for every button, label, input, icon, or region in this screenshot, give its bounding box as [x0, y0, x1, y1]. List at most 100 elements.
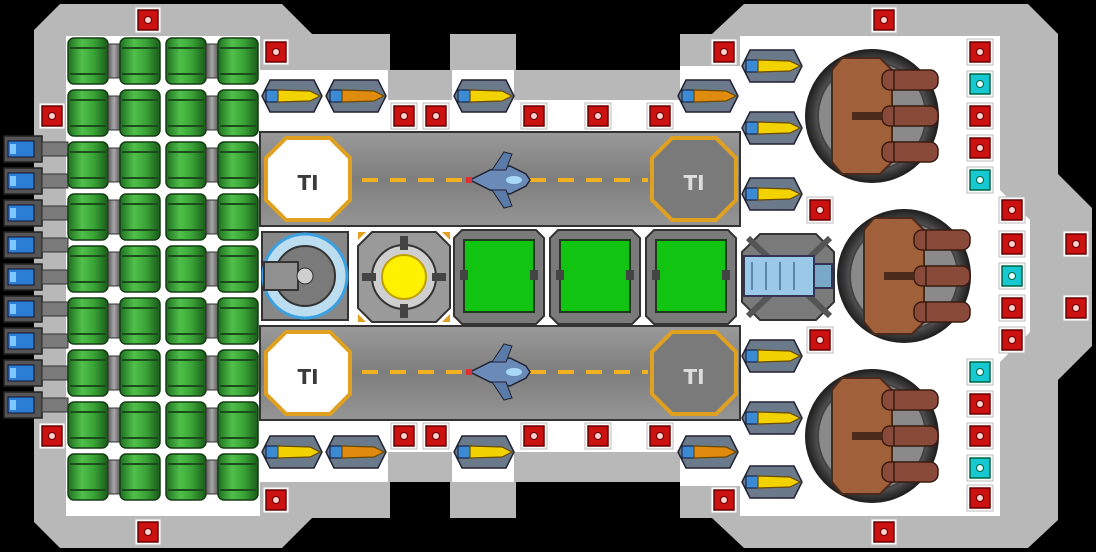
gun-turret-icon[interactable] [325, 435, 387, 469]
sensor-node-module[interactable] [966, 358, 994, 386]
cargo-hold[interactable] [453, 229, 545, 325]
fighter-ship-icon[interactable] [466, 343, 531, 401]
engine-cylinder [217, 89, 259, 137]
gun-turret-icon[interactable] [741, 401, 803, 435]
gun-turret-icon[interactable] [453, 79, 515, 113]
engine-cylinder [217, 453, 259, 501]
gun-turret-icon[interactable] [261, 435, 323, 469]
gun-turret-icon[interactable] [741, 465, 803, 499]
armor-plate-module[interactable] [966, 102, 994, 130]
heavy-cannon-turret[interactable] [805, 369, 939, 503]
armor-plate-module[interactable] [966, 484, 994, 512]
armor-plate-module[interactable] [390, 422, 418, 450]
engine-cylinder [119, 349, 161, 397]
core-modules-row [261, 229, 835, 325]
engine-cylinder [165, 453, 219, 501]
armor-plate-module[interactable] [390, 102, 418, 130]
engine-cylinder [67, 141, 121, 189]
engine-cylinder [67, 193, 121, 241]
gun-turret-icon[interactable] [453, 435, 515, 469]
thruster-column [3, 135, 69, 419]
bay-marker-upper-right: TI [650, 136, 738, 222]
gun-turret-icon[interactable] [261, 79, 323, 113]
bay-marker-lower-right: TI [650, 330, 738, 416]
armor-plate-module[interactable] [806, 326, 834, 354]
armor-plate-module[interactable] [998, 196, 1026, 224]
reactor-core-module[interactable] [357, 231, 451, 323]
engine-cylinder [217, 401, 259, 449]
engine-cylinder [165, 349, 219, 397]
armor-plate-module[interactable] [966, 134, 994, 162]
fighter-ship-icon[interactable] [466, 151, 531, 209]
armor-plate-module[interactable] [38, 102, 66, 130]
engine-cylinder [67, 453, 121, 501]
heavy-cannon-turret[interactable] [837, 209, 971, 343]
armor-plate-module[interactable] [520, 422, 548, 450]
armor-plate-module[interactable] [134, 518, 162, 546]
cargo-hold[interactable] [645, 229, 737, 325]
armor-plate-module[interactable] [422, 422, 450, 450]
engine-cylinder [217, 37, 259, 85]
armor-plate-module[interactable] [710, 486, 738, 514]
gun-turret-icon[interactable] [677, 79, 739, 113]
engine-cylinder [119, 453, 161, 501]
armor-plate-module[interactable] [966, 422, 994, 450]
engine-cylinder [67, 89, 121, 137]
engine-cylinder [165, 193, 219, 241]
gun-turret-icon[interactable] [741, 177, 803, 211]
armor-plate-module[interactable] [520, 102, 548, 130]
armor-plate-module[interactable] [1062, 294, 1090, 322]
armor-plate-module[interactable] [870, 6, 898, 34]
main-cannon-module[interactable] [741, 233, 835, 321]
gun-turret-icon[interactable] [677, 435, 739, 469]
sensor-node-module[interactable] [966, 70, 994, 98]
armor-plate-module[interactable] [806, 196, 834, 224]
gun-turret-icon[interactable] [325, 79, 387, 113]
engine-cylinder [217, 349, 259, 397]
armor-plate-module[interactable] [584, 422, 612, 450]
thruster-nozzle [3, 391, 69, 419]
bay-marker-label: TI [683, 365, 704, 389]
engine-cylinder [119, 141, 161, 189]
gun-turret-icon[interactable] [741, 339, 803, 373]
armor-plate-module[interactable] [134, 6, 162, 34]
bay-marker-label: TI [297, 171, 318, 195]
thruster-nozzle [3, 167, 69, 195]
armor-plate-module[interactable] [998, 326, 1026, 354]
heavy-cannon-turret[interactable] [805, 49, 939, 183]
armor-plate-module[interactable] [966, 38, 994, 66]
hangar-bay-lower: TI TI [259, 325, 741, 421]
armor-plate-module[interactable] [422, 102, 450, 130]
engine-cylinder [165, 401, 219, 449]
sensor-node-module[interactable] [998, 262, 1026, 290]
point-defense-guns [261, 49, 803, 499]
engine-cylinder [217, 297, 259, 345]
gun-turret-icon[interactable] [741, 49, 803, 83]
armor-plate-module[interactable] [998, 294, 1026, 322]
engine-cylinder [119, 401, 161, 449]
cargo-hold[interactable] [549, 229, 641, 325]
engine-cylinder [67, 297, 121, 345]
armor-plate-module[interactable] [646, 422, 674, 450]
cyan-sensor-modules [966, 70, 1026, 482]
armor-plate-module[interactable] [870, 518, 898, 546]
gun-turret-icon[interactable] [741, 111, 803, 145]
armor-plate-module[interactable] [1062, 230, 1090, 258]
sensor-node-module[interactable] [966, 166, 994, 194]
armor-plate-module[interactable] [710, 38, 738, 66]
armor-plate-module[interactable] [262, 38, 290, 66]
armor-plate-module[interactable] [646, 102, 674, 130]
shield-generator-module[interactable] [261, 231, 349, 321]
armor-plate-module[interactable] [966, 390, 994, 418]
thruster-nozzle [3, 263, 69, 291]
armor-plate-module[interactable] [998, 230, 1026, 258]
engine-cylinder [67, 401, 121, 449]
armor-plate-module[interactable] [262, 486, 290, 514]
engine-cylinder [217, 245, 259, 293]
armor-plate-module[interactable] [38, 422, 66, 450]
sensor-node-module[interactable] [966, 454, 994, 482]
red-armor-modules [38, 6, 1090, 546]
armor-plate-module[interactable] [584, 102, 612, 130]
thruster-nozzle [3, 135, 69, 163]
